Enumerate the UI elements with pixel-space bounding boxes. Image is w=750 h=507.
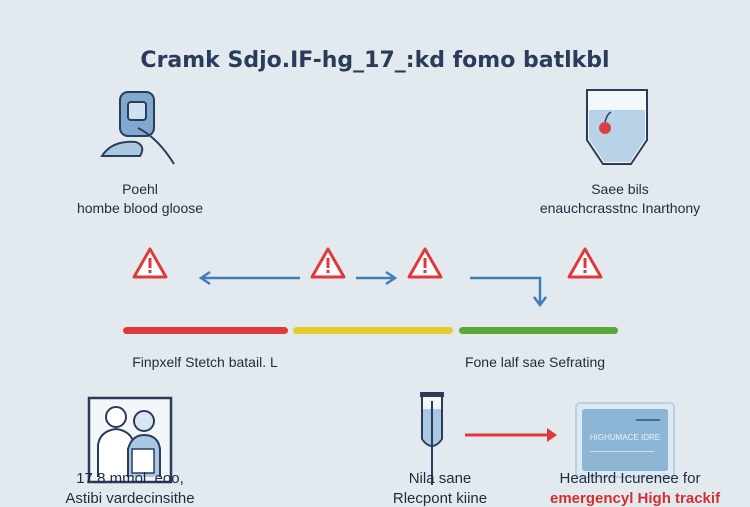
doctor-patient-icon (87, 396, 173, 484)
bar-label-right: Fone lalf sae Sefrating (464, 354, 606, 370)
glucose-meter-icon (100, 91, 175, 165)
insurance-card: HIGHUMACE IDRE (575, 402, 675, 478)
risk-bar-high (123, 327, 288, 334)
top-left-label-1: Poehl (122, 181, 158, 197)
bottom-left-label-2: Astibi vardecinsithe (65, 490, 195, 507)
glass-icon (586, 89, 648, 165)
top-right-label-1: Saee bils (591, 181, 649, 197)
warning-icon (407, 247, 443, 279)
arrow-down (470, 276, 547, 308)
top-left-label-2: hombe blood gloose (76, 200, 204, 216)
bottom-right-label-1: Healthrd Icurenee for (559, 470, 701, 487)
bar-label-left: Finpxelf Stetch batail. L (132, 354, 278, 370)
risk-bar-medium (293, 327, 453, 334)
bottom-left-label-1: 17.8 mmol. eoo, (76, 470, 184, 487)
arrow-right (356, 270, 398, 286)
warning-icon (567, 247, 603, 279)
bottom-center-label-2: Rlecpont kiine (392, 490, 488, 507)
warning-icon (310, 247, 346, 279)
page-title: Cramk Sdjo.IF-hg_17_:kd fomo batlkbl (140, 48, 610, 73)
test-tube-icon (420, 392, 444, 485)
arrow-red-right (465, 428, 557, 442)
risk-bar-low (459, 327, 618, 334)
arrow-left (198, 270, 300, 286)
bottom-center-label-1: Nila sane (408, 470, 472, 487)
card-text: HIGHUMACE IDRE (589, 433, 661, 442)
warning-icon (132, 247, 168, 279)
top-right-label-2: enauchcrasstnc Inarthony (539, 200, 701, 216)
bottom-right-label-2: emergencyl High trackif (550, 490, 721, 507)
